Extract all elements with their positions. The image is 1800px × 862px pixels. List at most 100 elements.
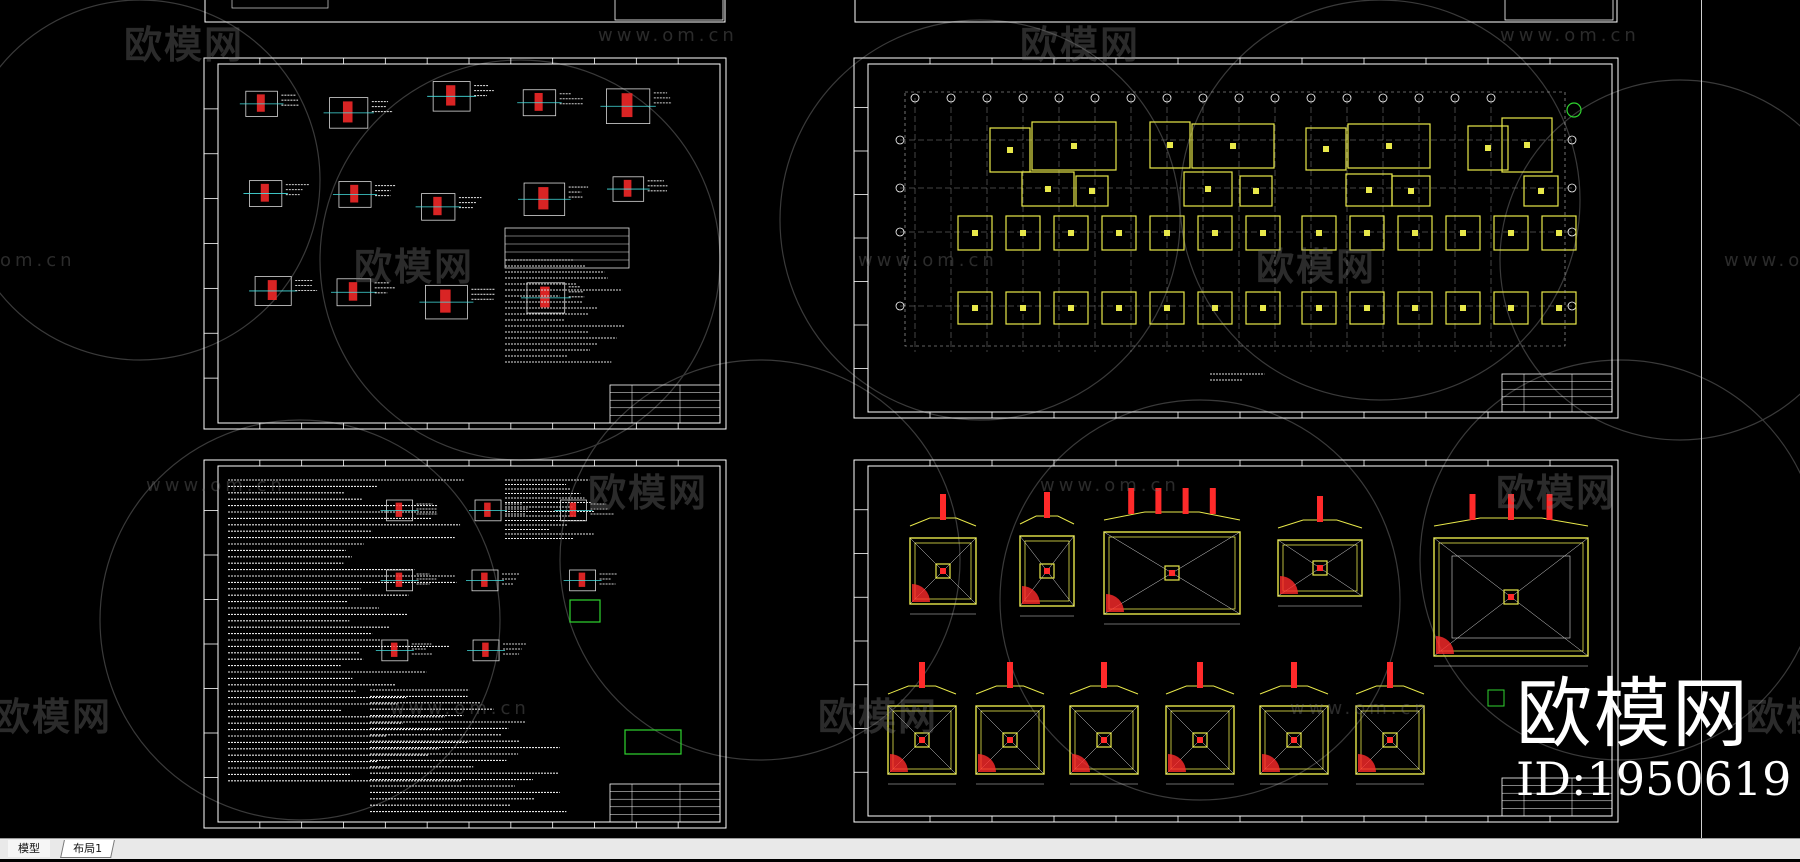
pedestal-rebar (1128, 488, 1135, 514)
footing-plan-inner (980, 710, 1040, 770)
column-core (1169, 570, 1175, 576)
foundation-pad (1031, 121, 1117, 171)
column-stub (1460, 230, 1466, 236)
column-stub (1020, 230, 1026, 236)
column-stub (1205, 186, 1211, 192)
axis-bubble (1162, 93, 1172, 103)
sheet-structural-details (203, 57, 727, 430)
viewport-divider-line (1701, 0, 1702, 838)
sheet-outer-border (853, 459, 1619, 823)
rebar-fill (538, 187, 549, 210)
foundation-pad (1349, 215, 1385, 251)
rebar-fill (482, 642, 489, 657)
rebar-fill (433, 196, 442, 216)
detail-outline (231, 0, 329, 9)
footing-plan-inner (1170, 710, 1230, 770)
watermark-circle (0, 0, 321, 361)
column-stub (1323, 146, 1329, 152)
column-stub (1068, 230, 1074, 236)
footing-detail (1277, 496, 1363, 607)
rebar-fill (350, 184, 359, 203)
footing-plan (1355, 705, 1425, 775)
foundation-pad (957, 291, 993, 325)
column-stub (972, 305, 978, 311)
column-stub (1007, 147, 1013, 153)
tab-model[interactable]: 模型 (8, 840, 50, 857)
foundation-pad (1245, 291, 1281, 325)
pedestal-rebar (1044, 492, 1050, 518)
rebar-fill (484, 502, 491, 517)
column-stub (1556, 305, 1562, 311)
column-stub (1386, 143, 1392, 149)
foundation-pad (1445, 291, 1481, 325)
rebar-arc (1168, 754, 1186, 772)
column-outline (1096, 732, 1112, 748)
foundation-pad (1301, 291, 1337, 325)
column-stub (1253, 188, 1259, 194)
pedestal-rebar (1101, 662, 1107, 688)
brand-id-text: ID:1950619 (1516, 752, 1792, 806)
pedestal-rebar (1182, 488, 1189, 514)
foundation-pad (1101, 215, 1137, 251)
pedestal-rebar (1155, 488, 1162, 514)
column-stub (1408, 188, 1414, 194)
column-core (1291, 737, 1297, 743)
column-outline (935, 563, 951, 579)
footing-plan (1277, 539, 1363, 597)
sheet-foundation-details (853, 459, 1619, 823)
rebar-fill (534, 92, 543, 111)
layout-tab-bar: 模型 布局1 (0, 838, 1800, 859)
footing-plan (1165, 705, 1235, 775)
rebar-arc (1358, 754, 1376, 772)
rebar-arc (978, 754, 996, 772)
column-stub (1366, 187, 1372, 193)
axis-bubble (1234, 93, 1244, 103)
column-outline (1382, 732, 1398, 748)
rebar-arc (1436, 636, 1454, 654)
footing-plan (887, 705, 957, 775)
footing-plan (1103, 531, 1241, 615)
footing-section (1103, 511, 1241, 521)
column-stub (1116, 305, 1122, 311)
footing-detail (975, 662, 1045, 785)
green-detail (569, 599, 601, 623)
column-stub (1538, 188, 1544, 194)
foundation-pad (1197, 291, 1233, 325)
foundation-pad (1501, 117, 1553, 173)
footing-plan-inner (1360, 710, 1420, 770)
foundation-pad (1239, 175, 1273, 207)
column-stub (1316, 230, 1322, 236)
rebar-fill (256, 94, 265, 112)
column-outline (1503, 589, 1519, 605)
tab-layout1-label: 布局1 (73, 842, 103, 855)
foundation-pad (1493, 215, 1529, 251)
axis-bubble (1342, 93, 1352, 103)
foundation-pad (1005, 291, 1041, 325)
rebar-fill (395, 502, 403, 517)
column-core (1007, 737, 1013, 743)
pedestal-rebar (1508, 494, 1514, 520)
foundation-pad (1149, 291, 1185, 325)
column-outline (1002, 732, 1018, 748)
foundation-pad (1301, 215, 1337, 251)
footing-plan (909, 537, 977, 605)
foundation-pad (1149, 121, 1191, 169)
column-stub (1364, 230, 1370, 236)
column-stub (1230, 143, 1236, 149)
column-stub (1212, 305, 1218, 311)
watermark-circle (559, 359, 961, 761)
tab-layout1[interactable]: 布局1 (60, 840, 115, 858)
footing-detail (1433, 494, 1589, 667)
watermark-circle (999, 399, 1401, 801)
rebar-fill (348, 282, 358, 301)
pedestal-rebar (1546, 494, 1553, 520)
axis-bubble (895, 301, 905, 311)
rebar-fill (390, 642, 398, 657)
rebar-arc (1022, 586, 1040, 604)
rebar-fill (623, 179, 632, 197)
foundation-pad (1149, 215, 1185, 251)
title-block (1501, 373, 1613, 413)
title-block (609, 783, 721, 823)
